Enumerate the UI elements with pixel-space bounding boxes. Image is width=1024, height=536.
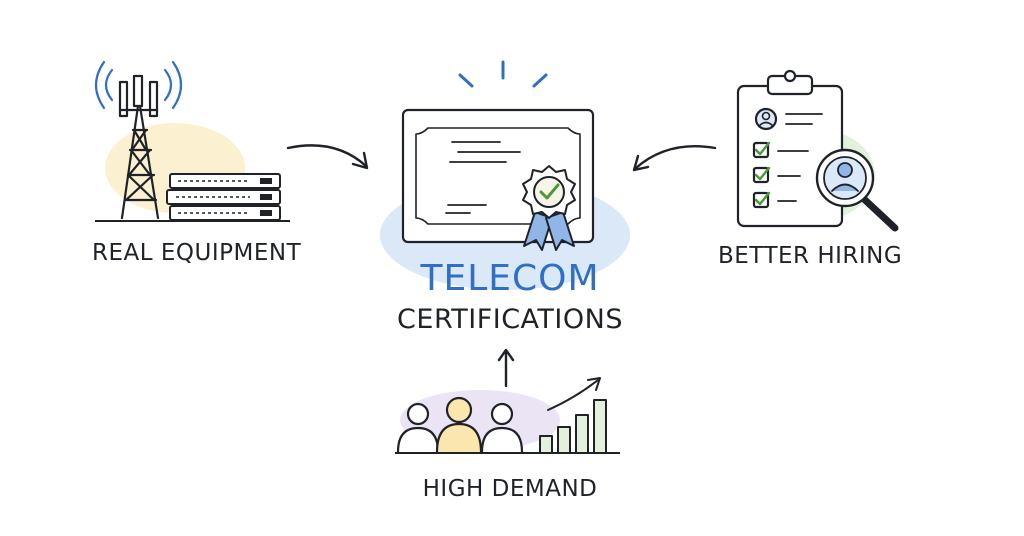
- award-ribbon-icon: [522, 165, 576, 251]
- arrow-hiring-to-certificate: [632, 145, 717, 172]
- server-rack-icon: [166, 173, 281, 221]
- arrow-equipment-to-certificate: [286, 144, 369, 170]
- people-group-icon: [396, 396, 524, 454]
- hiring-label: BETTER HIRING: [718, 243, 903, 269]
- arrow-demand-to-certificate: [497, 348, 515, 388]
- equipment-label: REAL EQUIPMENT: [92, 240, 302, 266]
- cell-tower-icon: [94, 60, 183, 220]
- sparkle-lines: [458, 60, 548, 88]
- center-title-line2: CERTIFICATIONS: [397, 304, 623, 335]
- demand-label: HIGH DEMAND: [422, 476, 598, 502]
- magnifier-icon: [815, 148, 899, 232]
- center-title-line1: TELECOM: [420, 258, 600, 299]
- bar-chart-icon: [539, 377, 607, 454]
- clipboard-icon: [736, 69, 844, 228]
